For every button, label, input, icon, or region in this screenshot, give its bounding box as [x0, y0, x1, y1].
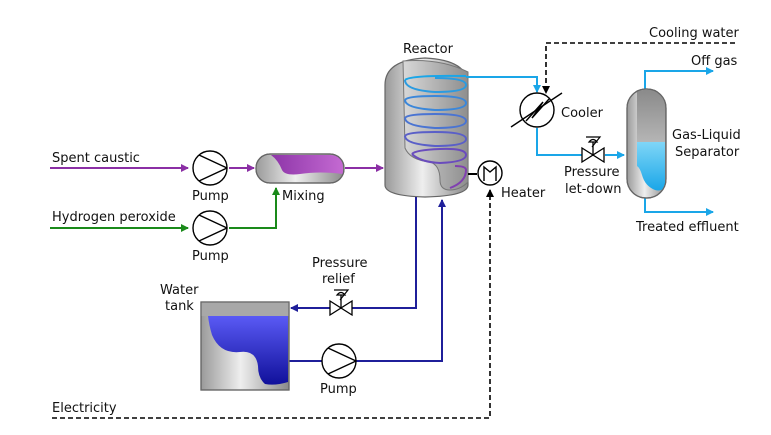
water-loop-line	[288, 197, 446, 362]
pump-icon[interactable]	[192, 210, 228, 246]
pump-3-label: Pump	[320, 382, 357, 397]
cooling-water-line	[542, 42, 735, 94]
water-tank-label-2: tank	[165, 299, 194, 314]
electricity-label: Electricity	[52, 401, 117, 416]
control-valve-icon[interactable]	[329, 289, 353, 317]
reactor-vessel[interactable]	[384, 57, 469, 198]
pump-icon[interactable]	[321, 343, 357, 379]
pump-icon[interactable]	[192, 150, 228, 186]
mixing-label: Mixing	[282, 189, 325, 204]
pressure-relief-label-2: relief	[322, 272, 355, 287]
control-valve-icon[interactable]	[581, 136, 605, 164]
spent-caustic-label: Spent caustic	[52, 151, 140, 166]
heat-exchanger-icon[interactable]	[510, 92, 563, 128]
water-tank-label-1: Water	[160, 283, 199, 298]
heater-icon[interactable]	[477, 160, 503, 186]
pump-1-label: Pump	[192, 189, 229, 204]
reactor-label: Reactor	[403, 42, 454, 57]
separator-label-2: Separator	[675, 145, 740, 160]
pump-2-label: Pump	[192, 249, 229, 264]
water-tank[interactable]	[200, 301, 290, 391]
cooling-water-label: Cooling water	[649, 26, 740, 41]
electricity-line	[52, 189, 494, 419]
reactor-effluent-line	[466, 67, 714, 216]
heater-label: Heater	[501, 186, 546, 201]
hydrogen-peroxide-label: Hydrogen peroxide	[52, 210, 176, 225]
treated-effluent-label: Treated effluent	[635, 220, 739, 235]
pressure-letdown-label-1: Pressure	[564, 165, 620, 180]
gas-liquid-separator[interactable]	[626, 88, 667, 199]
cooler-label: Cooler	[561, 106, 604, 121]
off-gas-label: Off gas	[691, 54, 738, 69]
hydrogen-peroxide-line	[50, 187, 280, 232]
mixing-vessel[interactable]	[255, 153, 345, 184]
pressure-letdown-label-2: let-down	[565, 182, 621, 197]
pressure-relief-label-1: Pressure	[312, 256, 368, 271]
separator-label-1: Gas-Liquid	[672, 128, 741, 143]
